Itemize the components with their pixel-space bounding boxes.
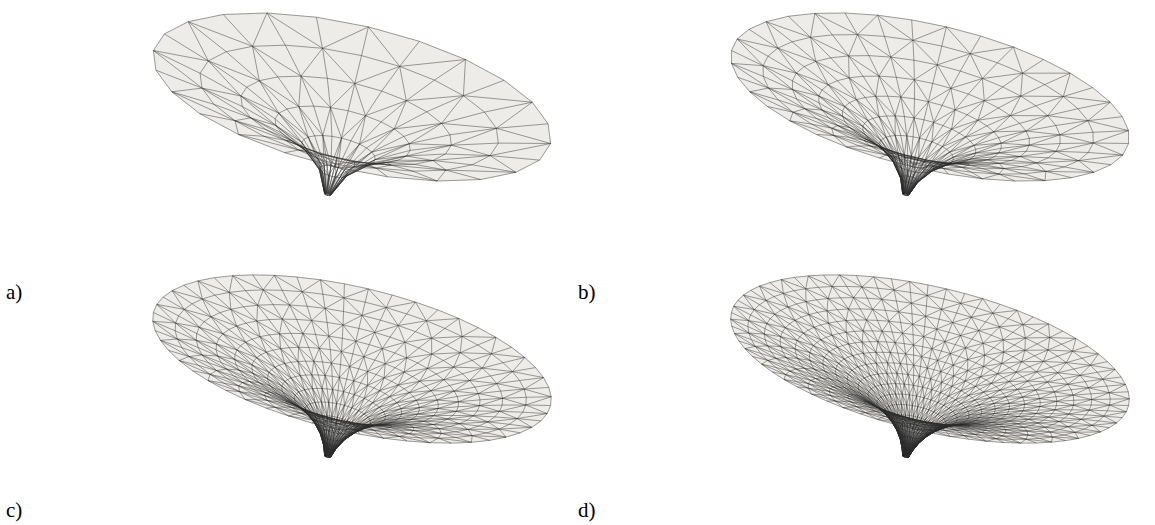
mesh-lines xyxy=(153,13,550,196)
mesh-lines xyxy=(731,275,1130,458)
surface-fill xyxy=(153,275,551,458)
panel-label: b) xyxy=(578,282,596,303)
surface-fill xyxy=(153,13,550,196)
panel-label: d) xyxy=(578,500,596,521)
panel-label: a) xyxy=(6,282,22,303)
mesh-lines xyxy=(731,13,1128,196)
mesh-lines xyxy=(153,275,551,458)
surface-fill xyxy=(731,275,1130,458)
surface-fill xyxy=(731,13,1128,196)
panel-label: c) xyxy=(6,500,22,521)
